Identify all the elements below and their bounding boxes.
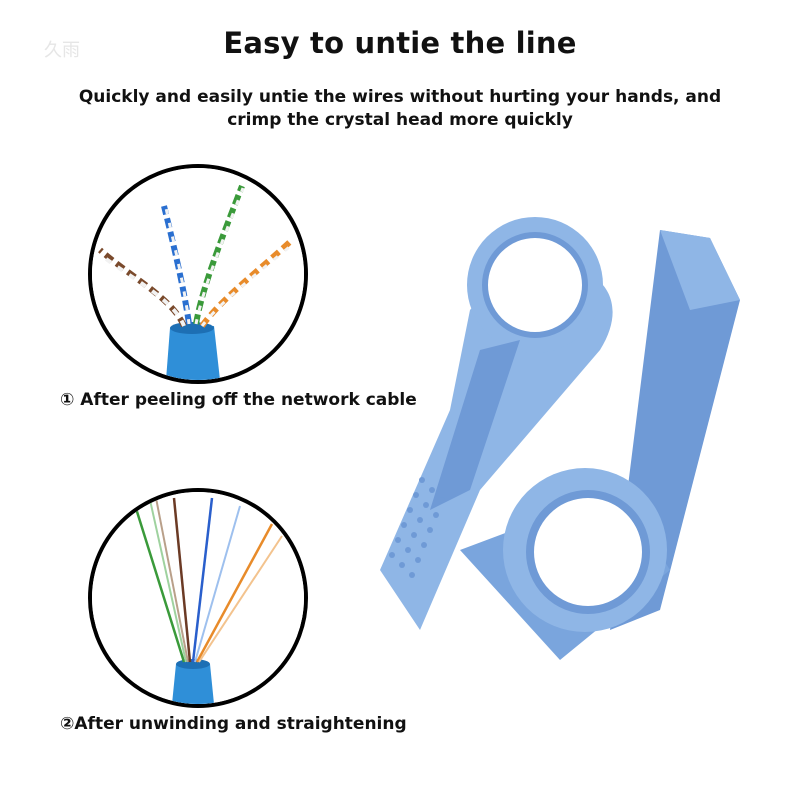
wire-untwister-tool-image [360,190,760,690]
page-title: Easy to untie the line [223,26,577,60]
straightened-wires-photo [88,488,308,708]
subtitle-line-2: crimp the crystal head more quickly [227,110,573,130]
twisted-cable-illustration [92,168,304,380]
page-subtitle: Quickly and easily untie the wires witho… [60,86,740,132]
watermark-text: 久雨 [44,40,80,61]
wire-untwister-tool-illustration [380,217,740,660]
subtitle-line-1: Quickly and easily untie the wires witho… [78,87,722,107]
twisted-cable-photo [88,164,308,384]
step-1-caption: ① After peeling off the network cable [60,390,417,410]
straightened-wires-illustration [92,492,304,704]
step-2-caption: ②After unwinding and straightening [60,714,407,734]
